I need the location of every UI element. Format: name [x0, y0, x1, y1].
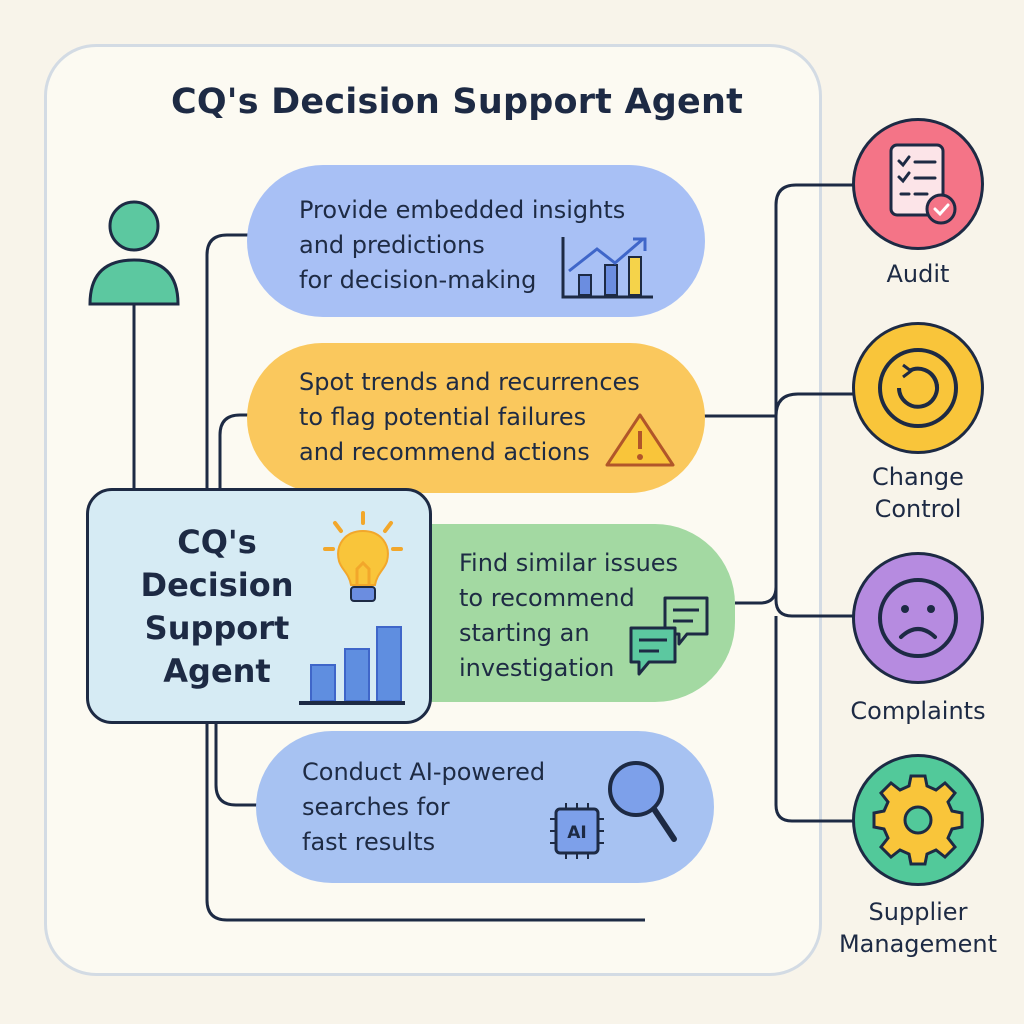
capability-trends: Spot trends and recurrences to flag pote… — [247, 343, 705, 493]
module-label-line: Change — [872, 463, 964, 491]
capability-line: to flag potential failures — [299, 403, 587, 431]
module-label-line: Control — [874, 495, 962, 523]
cycle-icon — [878, 348, 958, 428]
agent-label: CQ's Decision Support Agent — [117, 521, 317, 693]
lightbulb-icon — [323, 511, 403, 602]
capability-line: Conduct AI-powered — [302, 758, 546, 786]
capability-insights: Provide embedded insights and prediction… — [247, 165, 705, 317]
capability-similar-issues: Find similar issues to recommend startin… — [425, 524, 735, 702]
module-label-audit: Audit — [838, 258, 998, 290]
warning-icon — [605, 413, 675, 467]
ai-search-icon: AI — [550, 761, 677, 859]
gear-icon — [872, 774, 964, 866]
page-title: CQ's Decision Support Agent — [170, 82, 744, 122]
capability-ai-search: Conduct AI-powered searches for fast res… — [256, 731, 714, 883]
change-control-circle — [852, 322, 984, 454]
capability-line: fast results — [302, 828, 436, 856]
module-label-supplier-management: Supplier Management — [818, 896, 1018, 960]
module-label-change-control: Change Control — [838, 461, 998, 525]
capability-trends-text: Spot trends and recurrences to flag pote… — [299, 365, 640, 470]
capability-line: Spot trends and recurrences — [299, 368, 640, 396]
audit-circle — [852, 118, 984, 250]
sad-face-icon — [878, 578, 958, 658]
chat-bubbles-icon — [629, 596, 709, 676]
user-icon — [88, 200, 180, 306]
capability-line: and recommend actions — [299, 438, 590, 466]
agent-label-line: Support — [144, 609, 290, 647]
capability-line: and predictions — [299, 231, 485, 259]
capability-line: for decision-making — [299, 266, 537, 294]
capability-similar-issues-text: Find similar issues to recommend startin… — [459, 546, 678, 686]
capability-insights-text: Provide embedded insights and prediction… — [299, 193, 625, 298]
agent-label-line: Agent — [163, 652, 271, 690]
module-label-line: Management — [838, 930, 998, 958]
chart-trend-icon — [561, 237, 653, 299]
module-label-complaints: Complaints — [828, 695, 1008, 727]
capability-line: Find similar issues — [459, 549, 679, 577]
capability-ai-search-text: Conduct AI-powered searches for fast res… — [302, 755, 545, 860]
agent-box: CQ's Decision Support Agent — [86, 488, 432, 724]
checklist-icon — [889, 143, 957, 225]
capability-line: to recommend — [459, 584, 635, 612]
supplier-management-circle — [852, 754, 984, 886]
capability-line: Provide embedded insights — [299, 196, 626, 224]
module-label-line: Supplier — [868, 898, 968, 926]
complaints-circle — [852, 552, 984, 684]
capability-line: searches for — [302, 793, 450, 821]
module-label-line: Complaints — [850, 697, 986, 725]
module-label-line: Audit — [886, 260, 950, 288]
capability-line: investigation — [459, 654, 615, 682]
svg-text:AI: AI — [567, 823, 586, 843]
bar-chart-icon — [299, 626, 405, 705]
agent-label-line: Decision — [140, 566, 294, 604]
capability-line: starting an — [459, 619, 590, 647]
agent-label-line: CQ's — [177, 523, 257, 561]
